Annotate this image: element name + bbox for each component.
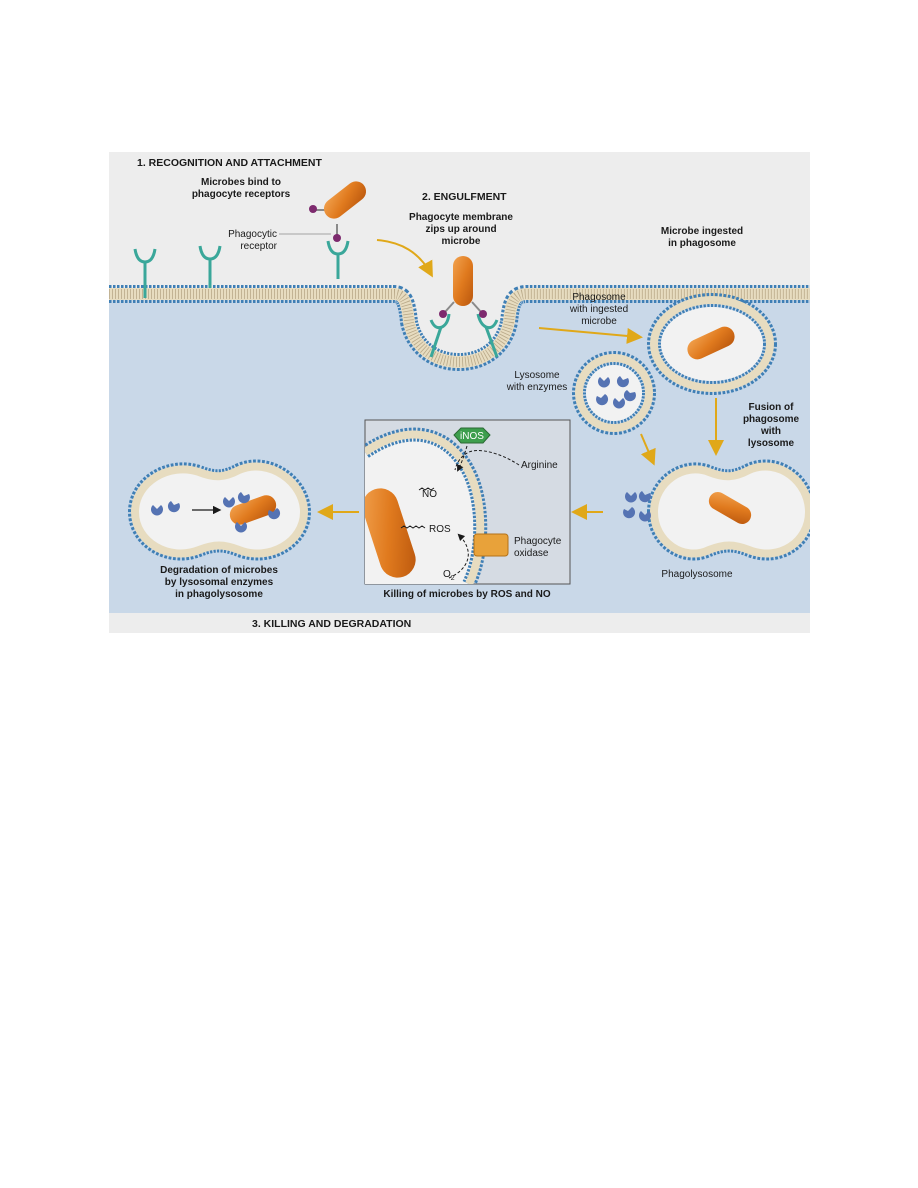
phagolysosome-label: Phagolysosome <box>661 569 733 580</box>
lysosome-line-1: Lysosome <box>514 370 560 381</box>
fusion-line-3: with <box>760 426 781 437</box>
microbe-engulfed <box>439 256 487 318</box>
stage-3-title: 3. KILLING AND DEGRADATION <box>252 618 411 630</box>
phagocytic-receptor-1 <box>133 248 157 298</box>
ros-label: ROS <box>429 524 451 535</box>
membrane-zips-line-3: microbe <box>442 236 481 247</box>
arrow-lysosome-fusion <box>640 433 656 466</box>
fusion-line-4: lysosome <box>748 438 795 449</box>
phagosome-line-3: microbe <box>581 316 617 327</box>
phagosome-line-2: with ingested <box>569 304 628 315</box>
inos-enzyme <box>453 427 491 444</box>
phagocytic-receptor-3 <box>326 240 350 279</box>
phagocytic-receptor-2 <box>198 245 222 288</box>
microbes-bind-line-2: phagocyte receptors <box>192 189 291 200</box>
degradation-line-2: by lysosomal enzymes <box>165 577 274 588</box>
phagocytosis-diagram: 1. RECOGNITION AND ATTACHMENT Microbes b… <box>109 152 810 633</box>
no-label: NO <box>422 489 437 500</box>
degradation-line-3: in phagolysosome <box>175 589 263 600</box>
oxidase-line-1: Phagocyte <box>514 536 562 547</box>
microbes-bind-line-1: Microbes bind to <box>201 177 281 188</box>
fusion-line-1: Fusion of <box>749 402 795 413</box>
stage-2-title: 2. ENGULFMENT <box>422 191 507 203</box>
no-squiggle <box>418 487 435 491</box>
stage-1-title: 1. RECOGNITION AND ATTACHMENT <box>137 157 322 169</box>
process-arrows <box>317 239 724 520</box>
phagocytic-receptor-line-2: receptor <box>240 241 277 252</box>
arrow-engulf <box>376 239 433 278</box>
phagosome-line-1: Phagosome <box>572 292 626 303</box>
degradation-line-1: Degradation of microbes <box>160 565 278 576</box>
microbe <box>708 492 752 524</box>
inos-label: iNOS <box>460 431 484 442</box>
microbe-killed <box>365 488 416 578</box>
o2-label: O2 <box>443 569 455 582</box>
plasma-membrane <box>109 285 810 372</box>
microbe-attaching <box>309 181 367 242</box>
o2-subscript: 2 <box>451 575 455 582</box>
lysosomal-enzymes <box>596 376 636 409</box>
ligand <box>333 234 341 242</box>
arginine-label: Arginine <box>521 460 558 471</box>
phagolysosome-left <box>127 459 312 561</box>
lysosome-line-2: with enzymes <box>506 382 568 393</box>
membrane-zips-line-2: zips up around <box>425 224 496 235</box>
phagocyte-oxidase-icon <box>473 533 509 557</box>
phagolysosome-right <box>623 459 810 561</box>
receptor-group <box>133 240 499 358</box>
o2-letter: O <box>443 569 451 580</box>
fusion-line-2: phagosome <box>743 414 800 425</box>
microbe <box>323 181 367 219</box>
ligand <box>309 205 317 213</box>
phagocytic-receptor-4 <box>429 313 451 358</box>
microbe-ingested-line-2: in phagosome <box>668 238 736 249</box>
microbe <box>453 256 473 306</box>
arrow-to-phagosome <box>538 327 643 344</box>
microbe-ingested-line-1: Microbe ingested <box>661 226 743 237</box>
phagocytic-receptor-5 <box>476 313 499 358</box>
killing-caption: Killing of microbes by ROS and NO <box>383 589 550 600</box>
microbe <box>687 326 735 360</box>
oxidase-line-2: oxidase <box>514 548 549 559</box>
microbe-degrading <box>229 495 277 525</box>
phagocytic-receptor-line-1: Phagocytic <box>228 229 277 240</box>
membrane-zips-line-1: Phagocyte membrane <box>409 212 513 223</box>
ros-squiggle <box>400 525 426 529</box>
phagosome <box>647 293 777 395</box>
phagocytosis-figure: 1. RECOGNITION AND ATTACHMENT Microbes b… <box>109 152 810 633</box>
killing-inset <box>364 419 571 585</box>
lysosome <box>572 351 656 435</box>
